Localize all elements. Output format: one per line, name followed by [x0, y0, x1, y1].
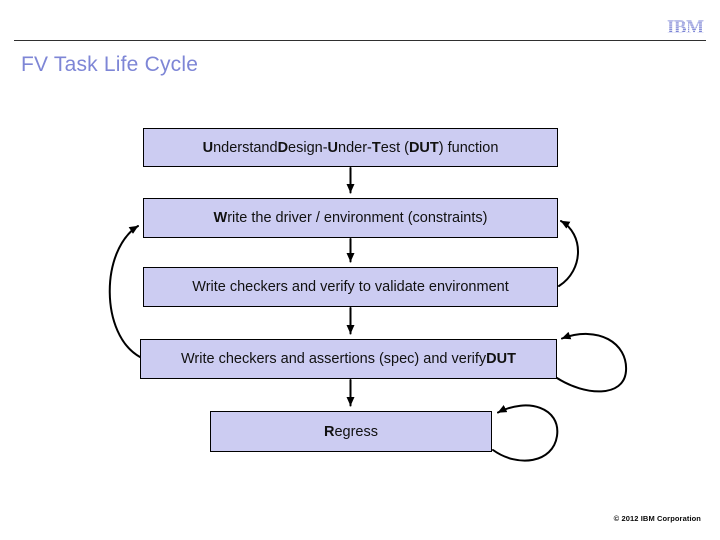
- flow-box-text-segment: U: [202, 139, 214, 156]
- flow-box-text-segment: Write checkers and assertions (spec) and…: [181, 351, 487, 367]
- flow-box-write-checkers-validate: Write checkers and verify to validate en…: [143, 267, 558, 307]
- flow-box-text-segment: nderstand: [213, 139, 278, 156]
- flow-box-text-segment: W: [213, 210, 228, 226]
- ibm-logo: IBM: [667, 17, 705, 36]
- flow-box-text-segment: egress: [334, 423, 378, 440]
- flow-box-text-segment: rite the driver / environment (constrain…: [227, 210, 488, 226]
- self-loop-regress: [492, 404, 559, 462]
- flow-box-write-assertions: Write checkers and assertions (spec) and…: [140, 339, 557, 379]
- flow-box-text-segment: nder-: [338, 139, 372, 156]
- flow-box-text-segment: ) function: [438, 139, 499, 156]
- ibm-logo-text: IBM: [667, 17, 704, 36]
- header-divider: [14, 40, 706, 41]
- flow-box-text-segment: T: [371, 139, 381, 156]
- flow-box-text-segment: U: [327, 139, 339, 156]
- flow-box-text-segment: DUT: [408, 139, 439, 156]
- copyright-notice: © 2012 IBM Corporation: [613, 514, 701, 523]
- flow-box-text-segment: est (: [380, 139, 409, 156]
- page-title: FV Task Life Cycle: [21, 53, 199, 76]
- feedback-checkers-to-driver-right: [558, 220, 579, 287]
- flow-box-text-segment: Write checkers and verify to validate en…: [192, 279, 509, 295]
- flow-box-text-segment: D: [277, 139, 289, 156]
- flow-box-text-segment: esign-: [288, 139, 328, 156]
- feedback-assertions-to-driver-left: [108, 225, 141, 358]
- flow-box-text-segment: DUT: [486, 351, 516, 367]
- self-loop-assertions: [556, 331, 628, 393]
- flow-box-text-segment: R: [323, 423, 335, 440]
